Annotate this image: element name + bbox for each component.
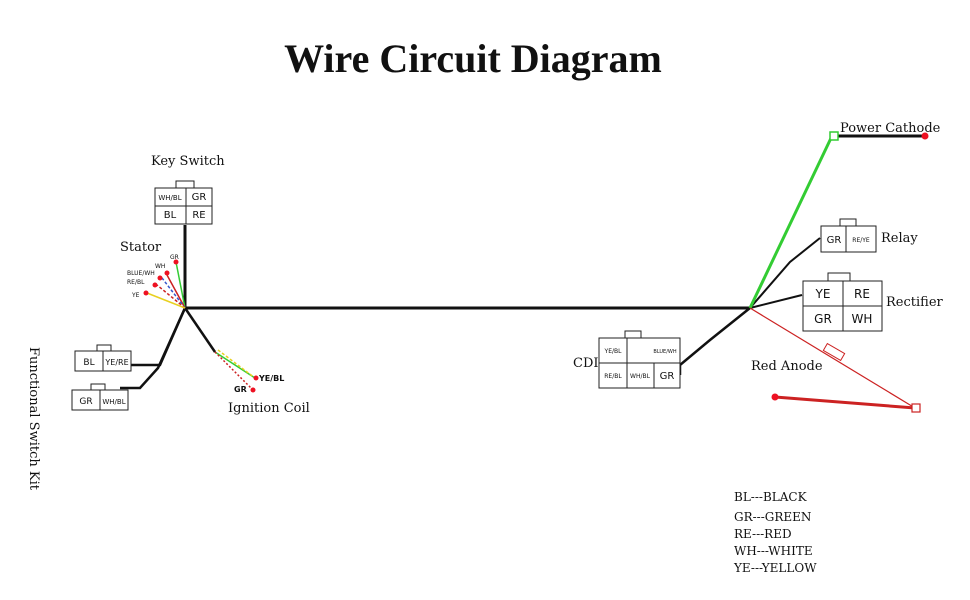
rectifier-cell-1: YE: [815, 287, 831, 301]
rectifier-cell-4: WH: [852, 312, 873, 326]
key-switch-cell-3: BL: [164, 210, 177, 221]
key-switch: Key Switch WH/BL GR BL RE: [151, 154, 225, 225]
stator-wire-ye: [146, 292, 186, 309]
power-cathode-connector: [829, 131, 839, 141]
legend-item: WH---WHITE: [734, 544, 813, 558]
legend-item: RE---RED: [734, 527, 792, 541]
stator-pin-ye: [143, 290, 149, 296]
red-anode-fuse: [822, 342, 846, 362]
functional-switch-lower-tab: [90, 383, 106, 391]
ignition-coil: YE/BL GR Ignition Coil: [214, 349, 310, 416]
relay-cell-2: RE/YE: [852, 237, 870, 244]
legend-item: GR---GREEN: [734, 510, 811, 524]
stator-label-ye: YE: [131, 292, 140, 299]
functional-switch-label: Functional Switch Kit: [26, 347, 41, 491]
rectifier-cell-3: GR: [814, 312, 832, 326]
stator-pin-gr: [173, 259, 179, 265]
key-switch-label: Key Switch: [151, 154, 225, 169]
rectifier-tab: [827, 272, 851, 282]
power-cathode-green-wire: [748, 135, 834, 309]
stator-label-blue-wh: BLUE/WH: [127, 270, 155, 277]
stator-label-gr: GR: [170, 254, 179, 261]
diagram-title: Wire Circuit Diagram: [284, 36, 662, 81]
key-switch-tab: [175, 180, 195, 189]
stator-pin-wh: [164, 270, 170, 276]
key-switch-cell-4: RE: [192, 210, 205, 221]
stator-pin-blue-wh: [157, 275, 163, 281]
relay-tab: [839, 218, 857, 227]
power-cathode-terminal: [921, 132, 929, 140]
legend-item: BL---BLACK: [734, 490, 808, 504]
relay: GR RE/YE Relay: [820, 218, 918, 253]
functional-switch-upper-cell-1: BL: [83, 358, 94, 368]
functional-switch-upper-tab: [96, 344, 112, 352]
key-switch-cell-1: WH/BL: [158, 194, 181, 202]
functional-switch-kit: Functional Switch Kit BL YE/RE GR WH/BL: [26, 344, 132, 491]
relay-connector: [820, 225, 877, 253]
red-anode-connector: [911, 403, 921, 413]
red-anode-terminal: [771, 393, 779, 401]
legend-item: YE---YELLOW: [733, 561, 817, 575]
relay-wire: [749, 237, 821, 309]
cdi-cell-5: GR: [660, 371, 675, 382]
cdi-tab: [624, 330, 642, 339]
relay-label: Relay: [881, 231, 918, 246]
functional-switch-wire-lower: [120, 307, 187, 390]
stator-wires: GR WH BLUE/WH RE/BL YE Stator: [120, 240, 186, 309]
functional-switch-lower-cell-1: GR: [79, 397, 92, 407]
relay-cell-1: GR: [827, 235, 842, 246]
rectifier-cell-2: RE: [854, 287, 870, 301]
functional-switch-lower-cell-2: WH/BL: [102, 398, 125, 406]
stator-pin-re-bl: [152, 282, 158, 288]
cdi-cell-2: BLUE/WH: [653, 349, 676, 355]
cdi-cell-4: WH/BL: [630, 373, 651, 380]
cdi-label: CDI: [573, 356, 599, 371]
rectifier-wire: [749, 294, 803, 309]
ignition-wire-green: [214, 351, 256, 379]
ignition-coil-label: Ignition Coil: [228, 401, 310, 416]
stator-wire-re-bl: [156, 284, 186, 309]
ignition-label-ye-bl: YE/BL: [258, 374, 284, 383]
red-anode-thick-wire: [774, 395, 916, 410]
stator-wire-blue-wh: [161, 277, 186, 309]
ignition-pin-gr: [250, 387, 256, 393]
power-cathode-label: Power Cathode: [840, 121, 941, 136]
functional-switch-upper-cell-2: YE/RE: [104, 358, 128, 367]
color-legend: BL---BLACK GR---GREEN RE---RED WH---WHIT…: [733, 490, 817, 575]
ignition-label-gr: GR: [234, 385, 247, 394]
main-harness: [120, 131, 929, 413]
stator-label-re-bl: RE/BL: [127, 279, 145, 286]
cdi-unit: CDI YE/BL BLUE/WH RE/BL WH/BL GR: [573, 330, 681, 389]
cdi-cell-1: YE/BL: [604, 348, 623, 355]
rectifier: YE RE GR WH Rectifier: [802, 272, 944, 332]
cdi-wire: [678, 307, 751, 375]
rectifier-label: Rectifier: [886, 295, 944, 310]
ignition-wire-red: [214, 351, 254, 391]
stator-label: Stator: [120, 240, 162, 255]
key-switch-cell-2: GR: [192, 192, 207, 203]
ignition-wire-yellow: [217, 349, 256, 379]
red-anode-thin-wire: [749, 307, 916, 409]
functional-switch-wire-upper: [130, 307, 187, 367]
ignition-pin-ye-bl: [253, 375, 259, 381]
ignition-coil-trunk: [183, 307, 217, 353]
stator-wire-wh: [166, 274, 186, 309]
stator-wire-gr: [175, 261, 186, 309]
red-anode-label: Red Anode: [751, 359, 823, 374]
stator-label-wh: WH: [155, 263, 165, 270]
cdi-cell-3: RE/BL: [604, 373, 622, 380]
